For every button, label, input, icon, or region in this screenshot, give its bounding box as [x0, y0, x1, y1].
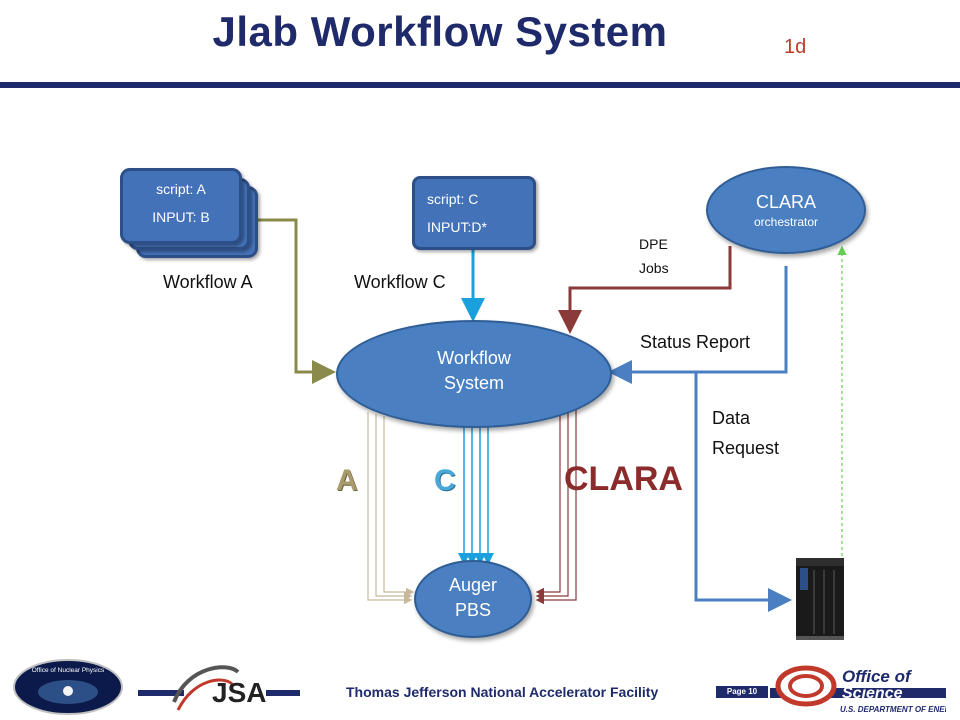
script-c-label: script: C	[427, 191, 479, 207]
status-report-label: Status Report	[640, 332, 751, 352]
auger-pbs-node[interactable]: Auger PBS	[414, 560, 532, 638]
nuclear-physics-logo: Office of Nuclear Physics	[13, 659, 123, 715]
svg-text:U.S. DEPARTMENT OF ENERGY: U.S. DEPARTMENT OF ENERGY	[840, 705, 946, 714]
footer-bar-mid	[266, 690, 300, 696]
status-report-connector	[608, 266, 788, 384]
svg-text:Office of: Office of	[842, 667, 913, 686]
clara-orchestrator-node[interactable]: CLARA orchestrator	[706, 166, 866, 254]
svg-text:Science: Science	[842, 685, 903, 702]
letter-clara: CLARA	[564, 460, 683, 498]
dpe-jobs-connector	[558, 246, 732, 334]
letter-c: C	[434, 464, 456, 497]
workflow-a-label: Workflow A	[163, 272, 253, 292]
clara-orchestrator-title: CLARA	[755, 192, 817, 212]
jobs-label: Jobs	[639, 260, 669, 276]
workflow-c-label: Workflow C	[354, 272, 446, 292]
data-request-connector	[694, 372, 792, 612]
request-label: Request	[712, 438, 780, 458]
letter-a: A	[336, 464, 358, 497]
workflow-system-node[interactable]: Workflow System	[336, 320, 612, 428]
slide-id: 1d	[784, 36, 807, 58]
workflow-system-line1: Workflow	[437, 348, 511, 368]
header-rule	[0, 82, 960, 88]
script-a-input: INPUT: B	[152, 209, 210, 225]
page-title: Jlab Workflow System	[212, 8, 668, 55]
svg-text:JSA: JSA	[212, 677, 266, 708]
script-c-card[interactable]: script: C INPUT:D*	[412, 176, 536, 250]
server-icon	[796, 558, 844, 640]
footer-bar-left	[138, 690, 184, 696]
workflow-system-line2: System	[443, 373, 504, 393]
workflow-a-connector	[258, 218, 336, 384]
jsa-logo: JSA	[172, 665, 266, 711]
footer-institution: Thomas Jefferson National Accelerator Fa…	[346, 684, 659, 700]
auger-line1: Auger	[448, 575, 498, 595]
clara-orchestrator-subtitle: orchestrator	[753, 215, 819, 229]
dpe-label: DPE	[639, 236, 668, 252]
auger-line2: PBS	[454, 600, 492, 620]
office-of-science-logo: Office of Science U.S. DEPARTMENT OF ENE…	[770, 665, 946, 714]
svg-text:Office of Nuclear Physics: Office of Nuclear Physics	[32, 667, 105, 674]
data-label: Data	[712, 408, 751, 428]
page-number: Page 10	[716, 686, 768, 698]
script-a-label: script: A	[156, 181, 206, 197]
script-c-input: INPUT:D*	[427, 219, 487, 235]
script-a-card[interactable]: script: A INPUT: B	[120, 168, 242, 244]
